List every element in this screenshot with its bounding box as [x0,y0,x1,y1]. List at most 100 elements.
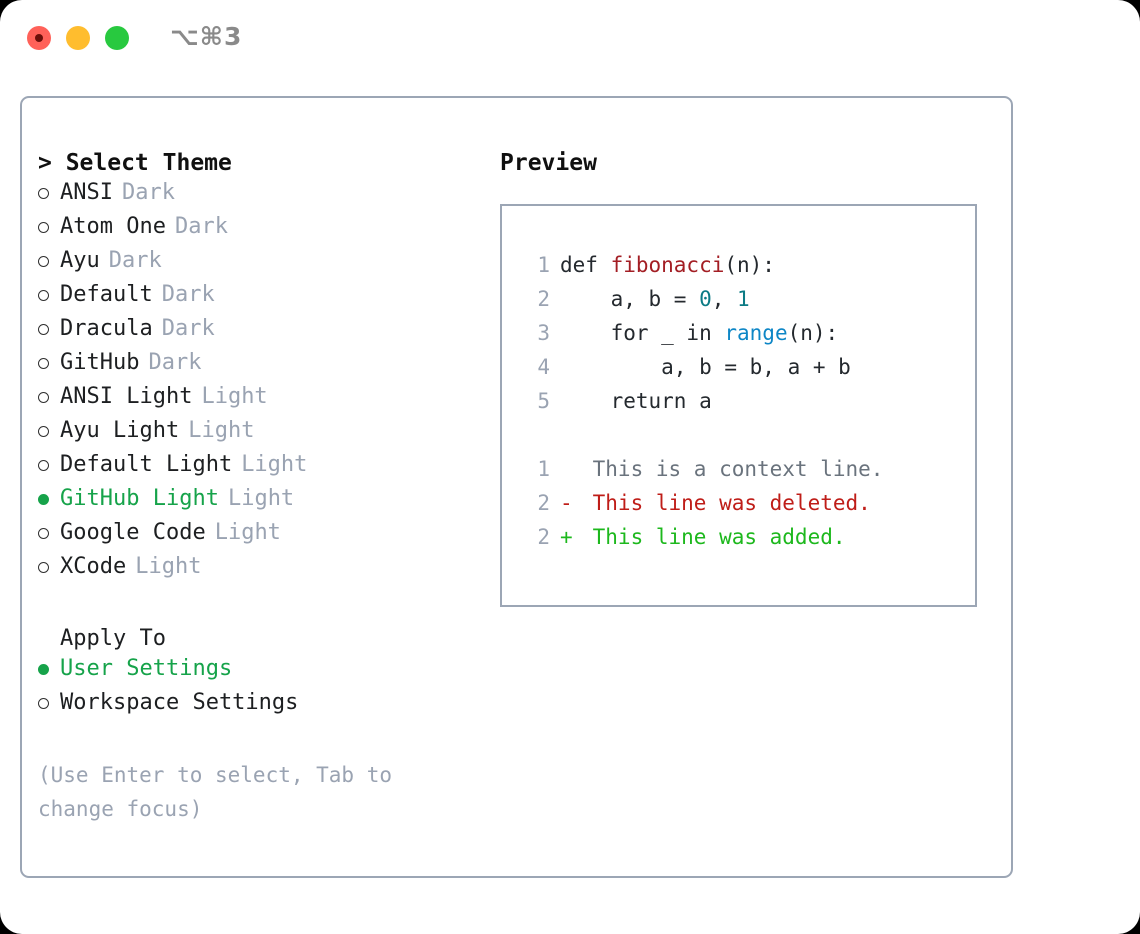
code-line: 3 for _ in range(n): [524,316,883,350]
diff-marker: - [560,491,573,515]
theme-name: Google Code [60,520,206,545]
apply-to-label: Workspace Settings [60,690,299,715]
preview-heading: Preview [500,150,597,176]
theme-name: Default [60,282,153,307]
theme-name: XCode [60,554,127,579]
radio-unselected-icon[interactable] [38,222,60,233]
radio-unselected-icon[interactable] [38,358,60,369]
theme-variant-label: Dark [174,214,228,239]
apply-to-option[interactable]: Workspace Settings [38,690,468,724]
radio-unselected-icon[interactable] [38,460,60,471]
apply-to-heading: Apply To [60,626,166,651]
code-token-fn: fibonacci [610,253,725,277]
code-token-plain: a, b = b, a + b [560,355,851,379]
theme-variant-label: Light [201,384,268,409]
theme-name: Default Light [60,452,233,477]
apply-to-option[interactable]: User Settings [38,656,468,690]
theme-name: ANSI Light [60,384,193,409]
theme-variant-label: Light [241,452,308,477]
theme-variant-label: Dark [108,248,162,273]
code-line: 5 return a [524,384,883,418]
theme-variant-label: Dark [121,180,175,205]
apply-to-label: User Settings [60,656,233,681]
code-token-call: range [724,321,788,345]
theme-list-item[interactable]: Default Dark [38,282,468,316]
line-number: 4 [537,355,550,379]
keyboard-shortcut-label: ⌥⌘3 [170,22,243,51]
diff-line: 1 This is a context line. [524,452,883,486]
theme-variant-label: Light [214,520,281,545]
theme-variant-label: Light [188,418,255,443]
theme-list-item[interactable]: Ayu Light Light [38,418,468,452]
theme-name: Ayu Light [60,418,180,443]
code-token-plain: def [560,253,611,277]
theme-variant-label: Dark [148,350,202,375]
code-token-plain: (n): [787,321,839,345]
radio-unselected-icon[interactable] [38,256,60,267]
code-token-plain: , [711,287,738,311]
code-line-text: return a [560,384,712,418]
diff-line-text: This is a context line. [580,457,884,481]
preview-column: Preview [500,146,1000,180]
radio-unselected-icon[interactable] [38,188,60,199]
theme-list-item[interactable]: Google Code Light [38,520,468,554]
diff-line-number: 2 [537,525,550,549]
diff-line-number: 1 [537,457,550,481]
theme-name: Dracula [60,316,153,341]
maximize-icon[interactable] [105,26,129,50]
keyboard-hint-text: (Use Enter to select, Tab to change focu… [38,763,393,821]
radio-unselected-icon[interactable] [38,698,60,709]
radio-unselected-icon[interactable] [38,324,60,335]
radio-selected-icon[interactable] [38,664,60,675]
diff-line-number: 2 [537,491,550,515]
code-diff-separator [524,418,883,452]
theme-list-item[interactable]: Atom One Dark [38,214,468,248]
code-line-text: def fibonacci(n): [560,248,775,282]
theme-list-item[interactable]: ANSI Light Light [38,384,468,418]
theme-list-item[interactable]: GitHub Light Light [38,486,468,520]
theme-list-item[interactable]: ANSI Dark [38,180,468,214]
radio-unselected-icon[interactable] [38,562,60,573]
diff-line: 2- This line was deleted. [524,486,883,520]
line-number: 2 [537,287,550,311]
minimize-icon[interactable] [66,26,90,50]
radio-unselected-icon[interactable] [38,392,60,403]
theme-variant-label: Light [227,486,295,511]
diff-line-text: This line was deleted. [580,491,871,515]
code-token-plain: (n): [724,253,775,277]
theme-name: GitHub Light [60,486,219,511]
code-line-text: a, b = b, a + b [560,350,851,384]
code-token-num: 1 [737,287,750,311]
radio-selected-icon[interactable] [38,494,60,505]
code-token-num: 0 [699,287,712,311]
theme-variant-label: Dark [161,282,215,307]
theme-name: ANSI [60,180,113,205]
code-line-text: a, b = 0, 1 [560,282,750,316]
code-line: 2 a, b = 0, 1 [524,282,883,316]
radio-unselected-icon[interactable] [38,426,60,437]
theme-name: Atom One [60,214,166,239]
close-icon[interactable] [27,26,51,50]
diff-marker [560,452,580,486]
code-token-plain: return a [560,389,712,413]
radio-unselected-icon[interactable] [38,290,60,301]
code-line-text: for _ in range(n): [560,316,839,350]
code-line: 4 a, b = b, a + b [524,350,883,384]
window-controls [27,26,129,50]
code-token-plain: a, b = [560,287,700,311]
list-spacer [38,588,468,622]
radio-unselected-icon[interactable] [38,528,60,539]
theme-list-item[interactable]: Default Light Light [38,452,468,486]
diff-line-text: This line was added. [580,525,846,549]
